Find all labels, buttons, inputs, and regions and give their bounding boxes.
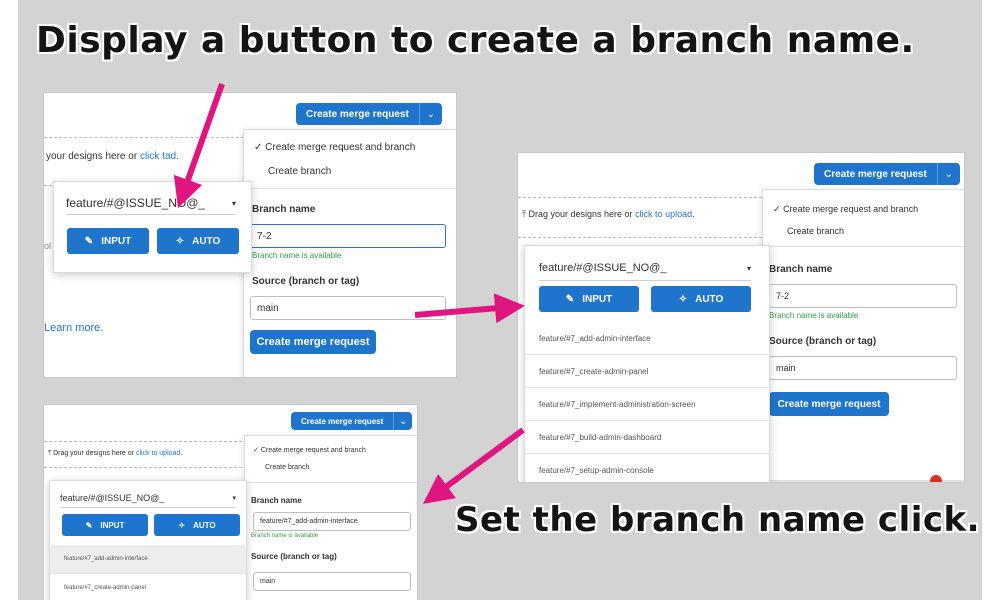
- source-input[interactable]: main: [253, 572, 411, 591]
- magic-wand-icon: ✧: [175, 235, 185, 247]
- top-caption: Display a button to create a branch name…: [36, 20, 915, 61]
- merge-request-dropdown: ✓ Create merge request and branch Create…: [244, 435, 417, 600]
- template-select[interactable]: feature/#@ISSUE_NO@_ ▾: [66, 192, 236, 215]
- merge-request-dropdown: ✓ Create merge request and branch Create…: [243, 129, 456, 377]
- suggestion-item[interactable]: feature/#7_create-admin-panel: [525, 355, 769, 388]
- auto-button[interactable]: ✧AUTO: [157, 228, 239, 254]
- divider: [518, 237, 762, 238]
- input-button[interactable]: ✎INPUT: [67, 228, 149, 254]
- template-value: feature/#@ISSUE_NO@_: [60, 493, 165, 503]
- chevron-down-icon[interactable]: ⌄: [418, 103, 442, 125]
- branch-name-input[interactable]: feature/#7_add-admin-interface: [253, 512, 411, 531]
- dropdown-item-mr-and-branch[interactable]: ✓ Create merge request and branch: [773, 204, 919, 214]
- divider: [245, 482, 417, 483]
- upload-link[interactable]: click to upload: [135, 450, 181, 457]
- screenshot-panel-1: Create merge request ⌄ your designs here…: [44, 93, 456, 377]
- pencil-icon: ✎: [84, 235, 94, 247]
- input-button[interactable]: ✎INPUT: [539, 286, 639, 312]
- error-badge-icon: [930, 475, 942, 482]
- branch-name-label: Branch name: [251, 496, 302, 505]
- dropdown-item-mr-and-branch[interactable]: ✓ Create merge request and branch: [253, 447, 366, 454]
- branch-name-label: Branch name: [769, 264, 833, 275]
- create-merge-request-split-button[interactable]: Create merge request ⌄: [814, 163, 960, 185]
- learn-more-link[interactable]: Learn more.: [44, 322, 104, 334]
- create-merge-request-button[interactable]: Create merge request: [250, 330, 376, 354]
- upload-text: your designs here or click tad.: [46, 151, 179, 162]
- branch-name-label: Branch name: [252, 204, 316, 215]
- magic-wand-icon: ✧: [178, 520, 186, 530]
- divider: [44, 467, 242, 468]
- branch-template-popup: feature/#@ISSUE_NO@_ ▾ ✎INPUT ✧AUTO featu…: [49, 480, 247, 600]
- divider: [44, 441, 242, 442]
- screenshot-panel-3: Create merge request ⌄ ⤒ Drag your desig…: [44, 405, 417, 600]
- dropdown-item-create-branch[interactable]: Create branch: [268, 166, 332, 177]
- auto-button[interactable]: ✧AUTO: [154, 514, 240, 536]
- source-input[interactable]: main: [769, 356, 957, 380]
- suggestion-item-selected[interactable]: feature/#7_add-admin-interface: [50, 545, 246, 574]
- pencil-icon: ✎: [85, 520, 93, 530]
- auto-button[interactable]: ✧AUTO: [651, 286, 751, 312]
- screenshot-panel-2: Create merge request ⌄ ⤒ Drag your desig…: [518, 153, 964, 482]
- upload-icon: ⤒: [48, 450, 52, 457]
- upload-text: ⤒ Drag your designs here or click to upl…: [48, 450, 183, 457]
- merge-request-dropdown: ✓ Create merge request and branch Create…: [762, 189, 964, 481]
- template-value: feature/#@ISSUE_NO@_: [66, 196, 206, 210]
- check-icon: ✓: [773, 204, 781, 214]
- caret-down-icon: ▾: [746, 263, 751, 273]
- dropdown-item-create-branch[interactable]: Create branch: [265, 464, 310, 471]
- source-label: Source (branch or tag): [769, 336, 877, 347]
- upload-text: ⤒ Drag your designs here or click to upl…: [522, 209, 695, 219]
- branch-available-text: Branch name is available: [769, 311, 859, 320]
- suggestion-item[interactable]: feature/#7_create-admin-panel: [50, 574, 246, 600]
- create-merge-request-split-button[interactable]: Create merge request ⌄: [291, 412, 413, 430]
- branch-available-text: Branch name is available: [252, 251, 342, 260]
- branch-template-popup: feature/#@ISSUE_NO@_ ▾ ✎INPUT ✧AUTO featu…: [524, 245, 770, 482]
- source-label: Source (branch or tag): [251, 552, 337, 561]
- create-merge-request-button[interactable]: Create merge request: [769, 392, 889, 416]
- caret-down-icon: ▾: [232, 495, 236, 502]
- dropdown-item-mr-and-branch[interactable]: ✓ Create merge request and branch: [254, 142, 416, 153]
- source-label: Source (branch or tag): [252, 276, 360, 287]
- check-icon: ✓: [254, 142, 263, 153]
- dropdown-item-create-branch[interactable]: Create branch: [787, 226, 845, 236]
- upload-icon: ⤒: [522, 209, 526, 219]
- branch-template-popup: feature/#@ISSUE_NO@_ ▾ ✎INPUT ✧AUTO: [53, 181, 252, 273]
- divider: [763, 246, 964, 247]
- check-icon: ✓: [253, 447, 259, 454]
- template-select[interactable]: feature/#@ISSUE_NO@_ ▾: [60, 489, 236, 508]
- bottom-caption: Set the branch name click.: [455, 500, 981, 540]
- divider: [518, 197, 762, 198]
- chevron-down-icon[interactable]: ⌄: [393, 412, 412, 430]
- template-select[interactable]: feature/#@ISSUE_NO@_ ▾: [539, 256, 751, 281]
- chevron-down-icon[interactable]: ⌄: [936, 163, 960, 185]
- suggestion-item[interactable]: feature/#7_build-admin-dashboard: [525, 421, 769, 454]
- create-merge-request-split-button[interactable]: Create merge request ⌄: [296, 103, 442, 125]
- input-button[interactable]: ✎INPUT: [62, 514, 148, 536]
- source-input[interactable]: main: [250, 296, 446, 320]
- suggestion-item[interactable]: feature/#7_implement-administration-scre…: [525, 388, 769, 421]
- suggestion-item[interactable]: feature/#7_setup-admin-console: [525, 454, 769, 482]
- split-button-label[interactable]: Create merge request: [306, 108, 409, 120]
- template-value: feature/#@ISSUE_NO@_: [539, 262, 667, 274]
- branch-name-input[interactable]: 7-2: [769, 284, 957, 308]
- caret-down-icon: ▾: [231, 198, 236, 208]
- branch-name-input[interactable]: 7-2: [250, 224, 446, 248]
- side-fragment: ol: [44, 241, 52, 251]
- divider: [244, 188, 456, 189]
- branch-available-text: Branch name is available: [251, 533, 319, 539]
- split-button-label[interactable]: Create merge request: [824, 168, 927, 180]
- divider: [44, 137, 244, 138]
- split-button-label[interactable]: Create merge request: [301, 416, 384, 426]
- pencil-icon: ✎: [565, 293, 575, 305]
- upload-link[interactable]: click t: [139, 151, 165, 162]
- suggestion-item[interactable]: feature/#7_add-admin-interface: [525, 322, 769, 355]
- upload-link[interactable]: click to upload: [635, 209, 693, 219]
- magic-wand-icon: ✧: [678, 293, 688, 305]
